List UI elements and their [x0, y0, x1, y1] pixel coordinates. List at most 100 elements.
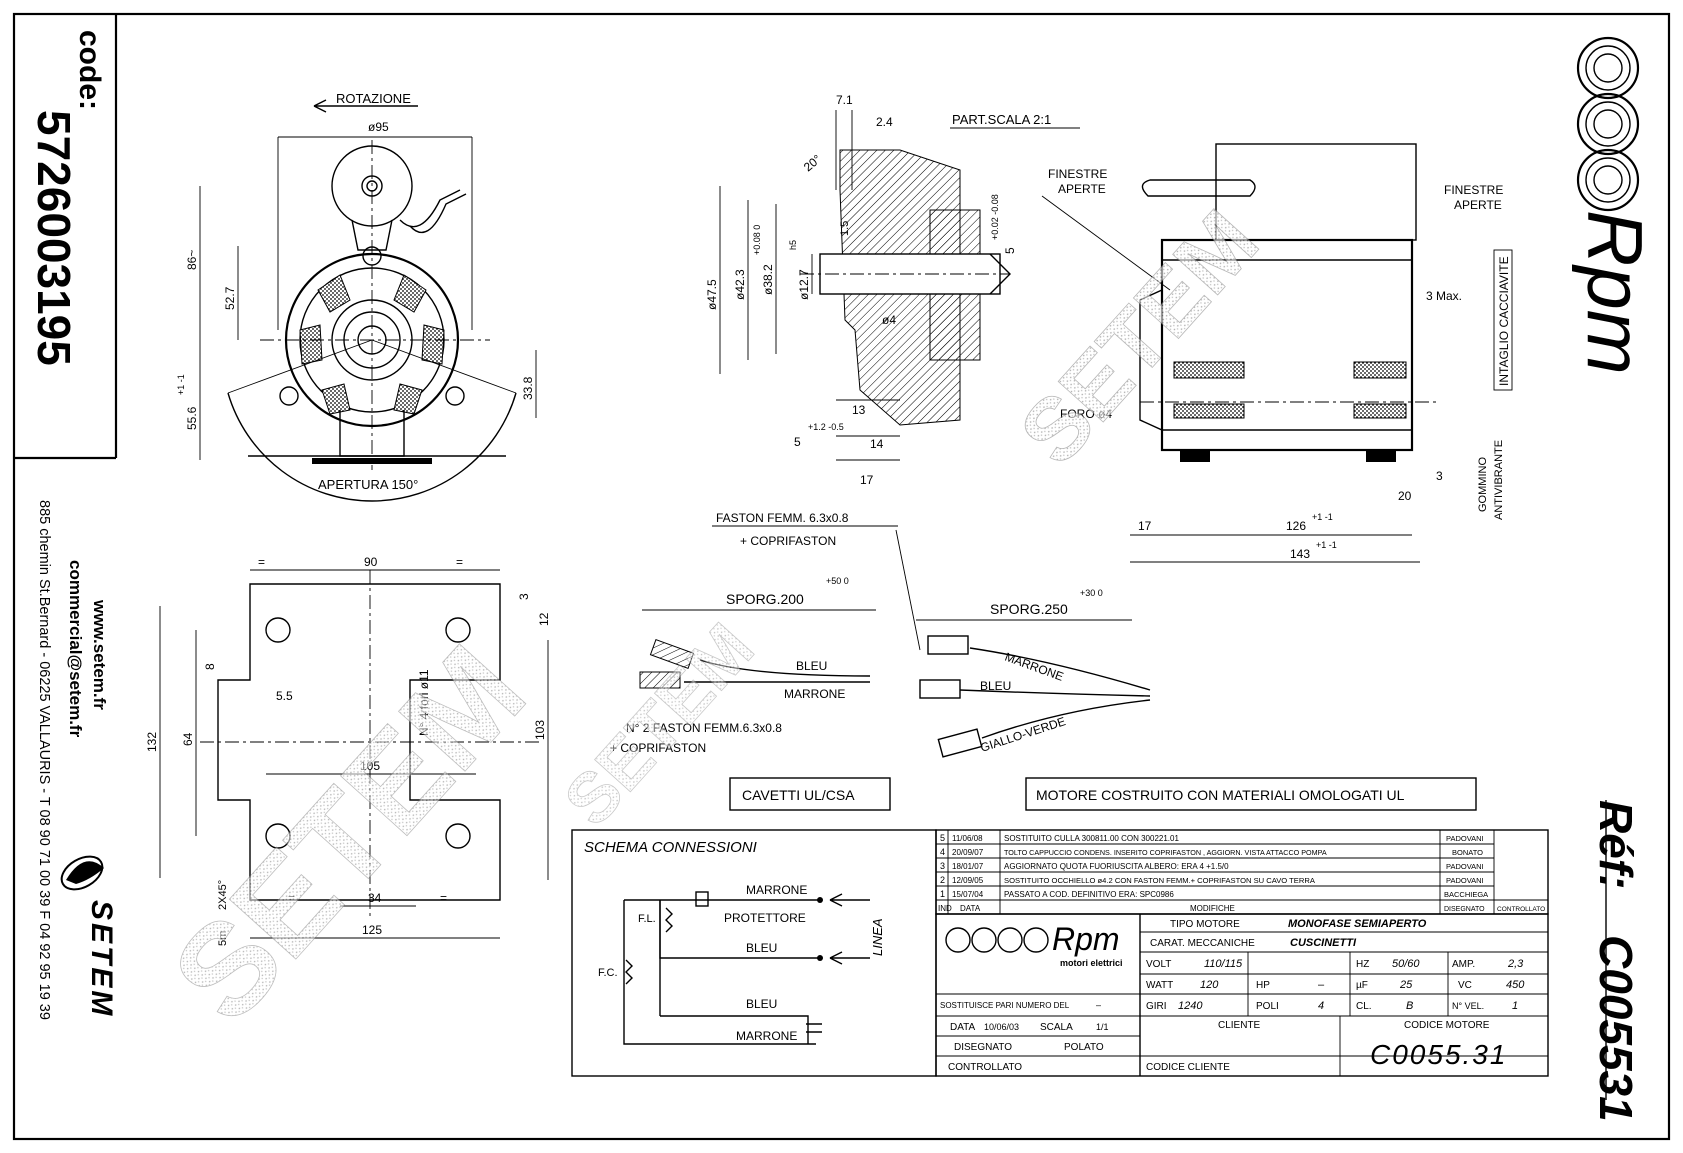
- faston-2: + COPRIFASTON: [740, 534, 836, 548]
- title-block: Rpm motori elettrici TIPO MOTORE MONOFAS…: [935, 913, 1549, 1077]
- rev-date: 15/07/04: [952, 890, 984, 899]
- tipo-value: MONOFASE SEMIAPERTO: [1288, 918, 1427, 930]
- schema-fl: F.L.: [638, 913, 656, 925]
- dim-90: 90: [364, 555, 378, 569]
- rev-date: 11/06/08: [952, 834, 983, 843]
- rpm-brand: Rpm: [1571, 210, 1659, 375]
- company-email[interactable]: commercial@setem.fr: [66, 560, 85, 738]
- dim-5-bottom: 5: [794, 435, 801, 449]
- schema-marrone-2: MARRONE: [736, 1029, 797, 1043]
- dim-dia38-2-tol: +0.08 0: [752, 225, 762, 255]
- hp-value: –: [1318, 979, 1325, 991]
- ref-value: C005531: [1590, 935, 1642, 1122]
- schema-connessioni: SCHEMA CONNESSIONI MARRONE PROTETTORE BL…: [571, 829, 937, 1077]
- opening-label: APERTURA 150°: [318, 477, 418, 492]
- dim-12: 12: [537, 612, 551, 626]
- dim-105: 105: [360, 759, 380, 773]
- dim-5m: 5m: [217, 931, 229, 946]
- windows-right-1: FINESTRE: [1444, 183, 1503, 197]
- rev-num: 5: [940, 833, 945, 843]
- volt-label: VOLT: [1146, 959, 1171, 970]
- rev-header-ind: IND: [938, 904, 952, 913]
- windows-left-2: APERTE: [1058, 182, 1106, 196]
- sost-value: –: [1096, 1000, 1101, 1010]
- windows-right-2: APERTE: [1454, 198, 1502, 212]
- dim-20-side: 20: [1398, 489, 1412, 503]
- schema-title: SCHEMA CONNESSIONI: [584, 839, 757, 856]
- dim-angle-20: 20°: [801, 152, 824, 175]
- rev-date: 20/09/07: [952, 848, 984, 857]
- faston2-1: N° 2 FASTON FEMM.6.3x0.8: [626, 721, 782, 735]
- schema-bleu: BLEU: [746, 941, 777, 955]
- cavetti-label[interactable]: CAVETTI UL/CSA: [742, 787, 855, 803]
- schema-linea: LINEA: [870, 918, 885, 956]
- dim-126: 126: [1286, 519, 1306, 533]
- rev-text: SOSTITUITO CULLA 300811.00 CON 300221.01: [1004, 834, 1179, 843]
- dim-8: 8: [203, 663, 217, 670]
- title-logo-sub: motori elettrici: [1060, 958, 1123, 968]
- rev-num: 1: [940, 889, 945, 899]
- dim-5-5: 5.5: [276, 689, 293, 703]
- eq-bottom-right: =: [440, 891, 447, 905]
- detail-view: PART.SCALA 2:1 7.1 2.4 20° ø47.5 ø42.3 ø…: [705, 93, 1080, 487]
- detail-scale: PART.SCALA 2:1: [952, 112, 1051, 127]
- right-sidebar: Rpm Réf: C005531: [1571, 36, 1659, 1122]
- watermark: SETEM: [144, 618, 552, 1048]
- holes-label: N° 4 fori ø11: [417, 669, 431, 736]
- rev-date: 18/01/07: [952, 862, 984, 871]
- rev-text: SOSTITUITO OCCHIELLO ø4.2 CON FASTON FEM…: [1004, 876, 1316, 885]
- dim-13: 13: [852, 403, 866, 417]
- rotation-label: ROTAZIONE: [336, 91, 411, 106]
- dim-5-top: 5: [1003, 247, 1017, 254]
- rev-header-dis: DISEGNATO: [1444, 906, 1485, 913]
- dim-2-4: 2.4: [876, 115, 893, 129]
- revision-row: 1 15/07/04 PASSATO A COD. DEFINITIVO ERA…: [940, 889, 1488, 899]
- schema-bleu-2: BLEU: [746, 997, 777, 1011]
- dim-2x45: 2X45°: [217, 880, 229, 910]
- windows-left-1: FINESTRE: [1048, 167, 1107, 181]
- giri-label: GIRI: [1146, 1001, 1167, 1012]
- dim-143-tol: +1 -1: [1316, 540, 1337, 550]
- wire-bleu-2: BLEU: [980, 679, 1011, 693]
- dim-dia42-3: ø42.3: [733, 269, 747, 300]
- dis-value: POLATO: [1064, 1042, 1104, 1053]
- wires-section: FASTON FEMM. 6.3x0.8 + COPRIFASTON SPORG…: [610, 511, 1477, 811]
- motore-ul-label[interactable]: MOTORE COSTRUITO CON MATERIALI OMOLOGATI…: [1036, 787, 1405, 803]
- rev-header-mod: MODIFICHE: [1190, 904, 1235, 913]
- dim-126-tol: +1 -1: [1312, 512, 1333, 522]
- rev-header-con: CONTROLLATO: [1497, 906, 1545, 913]
- codmot-value: C0055.31: [1370, 1039, 1507, 1070]
- wire-marrone-2: MARRONE: [1003, 650, 1065, 684]
- dim-dia38-2: ø38.2: [761, 264, 775, 295]
- wire-bleu: BLEU: [796, 659, 827, 673]
- poli-label: POLI: [1256, 1001, 1279, 1012]
- title-logo-icon: [945, 927, 1049, 953]
- cl-value: B: [1406, 1000, 1413, 1012]
- rubber-label-2: ANTIVIBRANTE: [1493, 440, 1505, 520]
- revision-row: 2 12/09/05 SOSTITUITO OCCHIELLO ø4.2 CON…: [940, 875, 1484, 885]
- dim-34: 34: [368, 891, 382, 905]
- amp-value: 2,3: [1507, 958, 1524, 970]
- eq-top-right: =: [456, 555, 463, 569]
- dim-55-6-tol: +1 -1: [176, 374, 186, 395]
- dim-86: 86~: [185, 250, 199, 270]
- rev-who: BONATO: [1452, 848, 1483, 857]
- amp-label: AMP.: [1452, 959, 1475, 970]
- hz-label: HZ: [1356, 959, 1369, 970]
- vel-value: 1: [1512, 1000, 1518, 1012]
- base-view: = = = = 90 3 12 8 5.5 N° 4 fori ø11 132 …: [145, 555, 551, 946]
- faston-1: FASTON FEMM. 6.3x0.8: [716, 511, 849, 525]
- schema-marrone: MARRONE: [746, 883, 807, 897]
- revision-row: 3 18/01/07 AGGIORNATO QUOTA FUORIUSCITA …: [940, 861, 1484, 871]
- faston2-2: + COPRIFASTON: [610, 741, 706, 755]
- rev-num: 2: [940, 875, 945, 885]
- rev-text: TOLTO CAPPUCCIO CONDENS. INSERITO COPRIF…: [1004, 848, 1327, 857]
- contr-label: CONTROLLATO: [948, 1062, 1022, 1073]
- cl-label: CL.: [1356, 1001, 1372, 1012]
- rev-text: AGGIORNATO QUOTA FUORIUSCITA ALBERO: ERA…: [1004, 862, 1229, 871]
- hole-label: FORO ø4: [1060, 407, 1112, 421]
- company-website[interactable]: www.setem.fr: [90, 599, 109, 710]
- dim-103: 103: [533, 720, 547, 740]
- dim-5-top-tol: +0.02 -0.08: [990, 194, 1000, 240]
